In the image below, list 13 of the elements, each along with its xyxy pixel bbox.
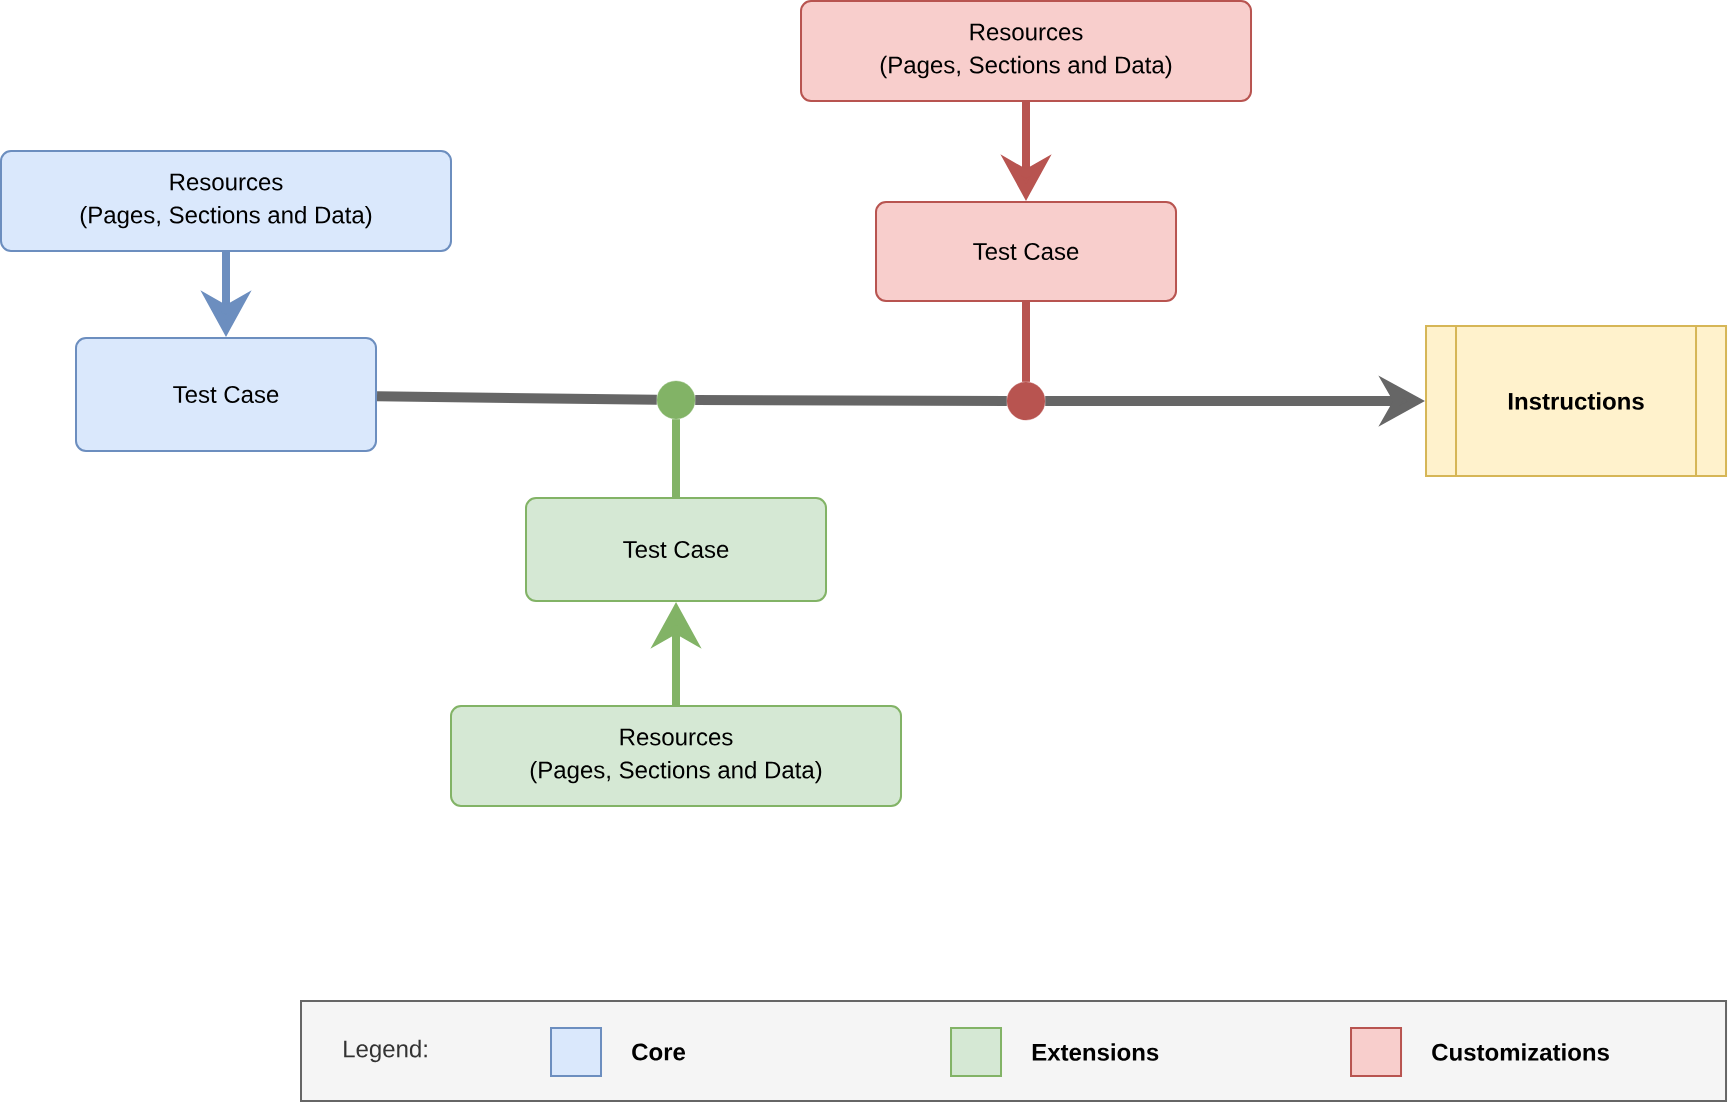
- process-box: Instructions: [1425, 325, 1727, 477]
- junction-dot: [1006, 381, 1046, 421]
- rounded-box: Resources (Pages, Sections and Data): [0, 150, 452, 252]
- rounded-box: Test Case: [75, 337, 377, 452]
- legend-title: Legend:: [344, 1039, 427, 1063]
- rounded-box: Resources (Pages, Sections and Data): [800, 0, 1252, 102]
- legend-text: Extensions: [1032, 1043, 1159, 1061]
- rounded-box: Test Case: [875, 201, 1177, 302]
- rounded-box: Test Case: [525, 497, 827, 602]
- rounded-box: Resources (Pages, Sections and Data): [450, 705, 902, 807]
- legend-text: Customizations: [1432, 1043, 1609, 1061]
- junction-dot: [656, 380, 696, 420]
- legend-text: Core: [632, 1043, 686, 1061]
